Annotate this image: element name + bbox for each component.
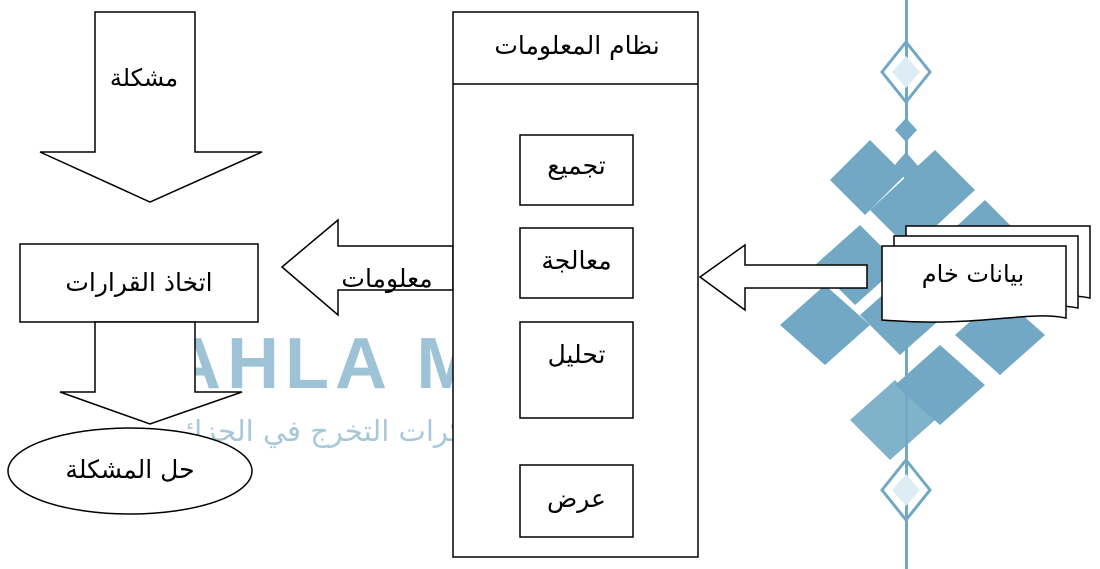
step-collect: تجميع: [547, 151, 606, 180]
solution-arrow: [59, 321, 243, 425]
step-box-collect: [519, 134, 634, 206]
step-box-analyze: [519, 321, 634, 419]
information-label: معلومات: [341, 264, 433, 293]
system-title: نظام المعلومات: [494, 31, 660, 60]
step-display: عرض: [547, 484, 606, 513]
problem-label: مشكلة: [109, 64, 179, 92]
problem-arrow: [39, 11, 263, 203]
step-process: معالجة: [541, 246, 612, 275]
decision-box: [19, 243, 259, 323]
solution-label: حل المشكلة: [65, 455, 195, 484]
decision-label: اتخاذ القرارات: [65, 268, 213, 297]
raw-data-arrow: [698, 243, 868, 312]
step-analyze: تحليل: [547, 340, 606, 369]
step-box-display: [519, 464, 634, 538]
step-box-process: [519, 227, 634, 299]
document-front: [881, 245, 1067, 323]
solution-ellipse: [7, 427, 253, 515]
raw-data-label: بيانات خام: [921, 260, 1025, 288]
